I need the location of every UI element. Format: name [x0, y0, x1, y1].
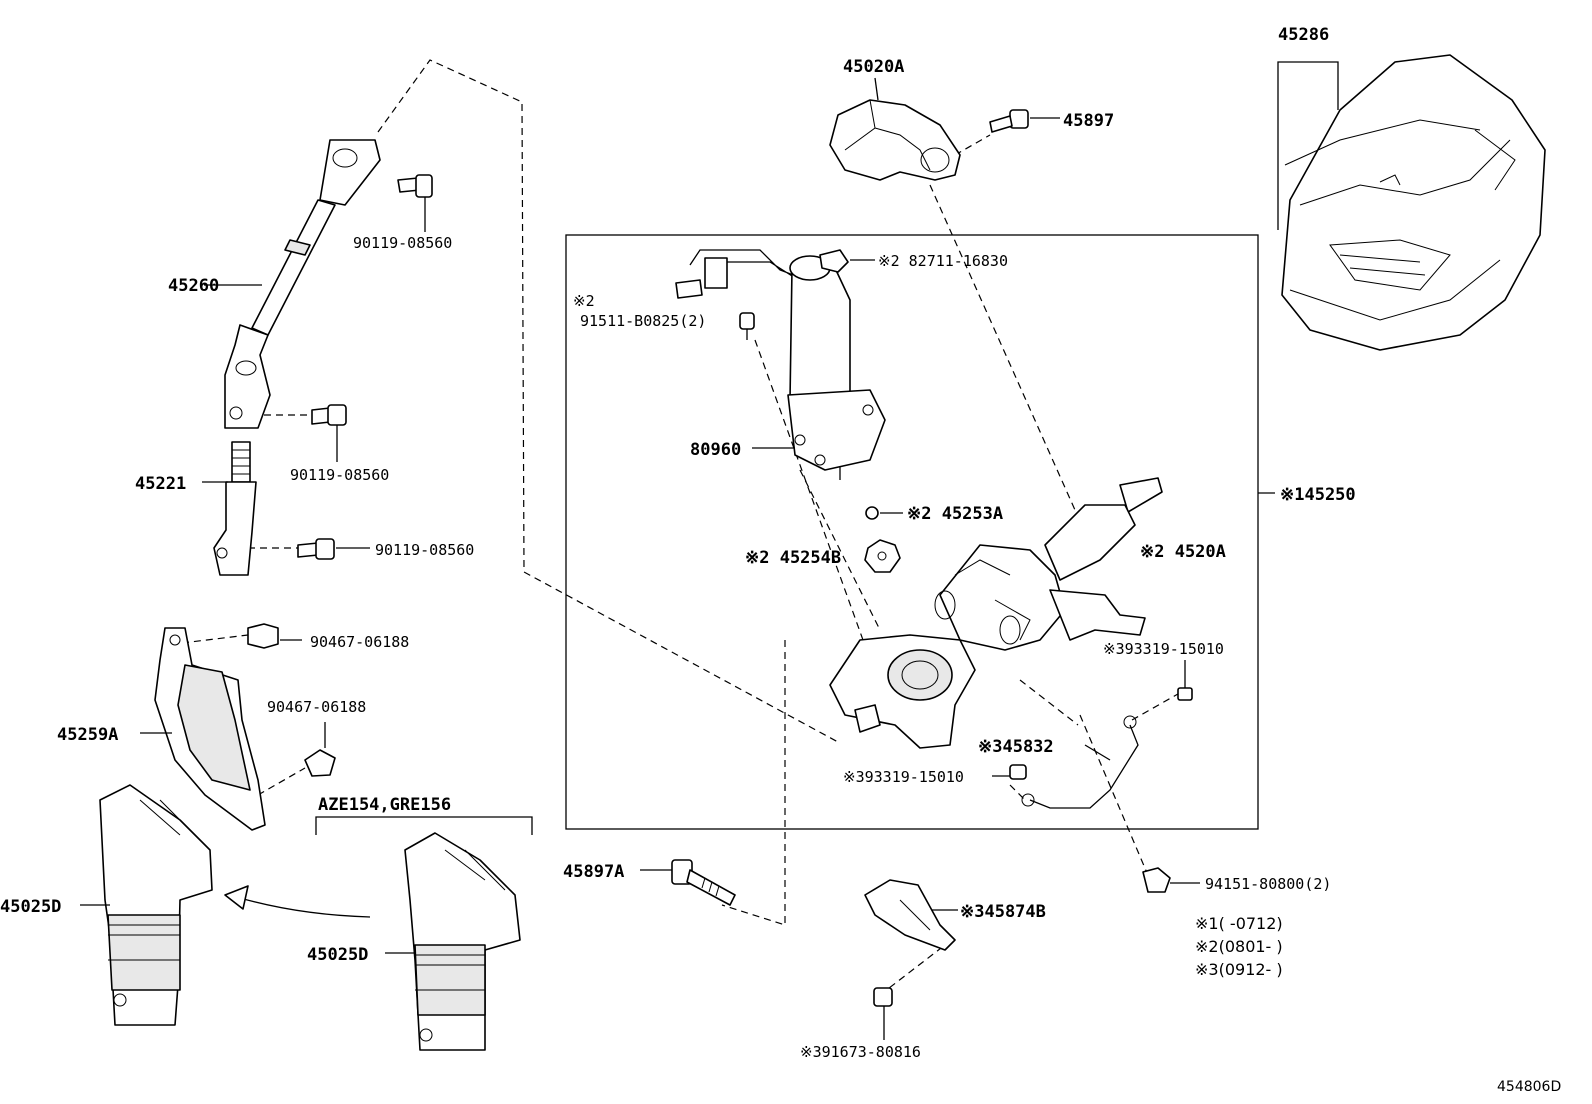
dashed-guides [181, 59, 1186, 996]
label-45897: 45897 [1063, 111, 1114, 131]
label-45025D-right: 45025D [307, 945, 368, 965]
legend-notes: ※1( -0712) ※2(0801- ) ※3(0912- ) [1195, 914, 1283, 979]
shaft-45260 [224, 139, 381, 429]
label-45025D-left: 45025D [0, 897, 61, 917]
bolt-90119-c [297, 538, 335, 560]
label-90119-a: 90119-08560 [353, 234, 452, 252]
switch-45020A [829, 99, 961, 181]
note-3: ※3(0912- ) [1195, 960, 1283, 979]
shaft-45221 [213, 441, 257, 576]
label-45221: 45221 [135, 474, 186, 494]
note-1: ※1( -0712) [1195, 914, 1283, 933]
gear-45254B [864, 539, 901, 573]
boot-45025D-right [404, 832, 521, 1051]
variant-bracket [315, 816, 533, 835]
screw-82711 [819, 249, 849, 273]
nut-94151 [1142, 867, 1171, 893]
wire-45832 [1021, 715, 1139, 809]
label-80960: 80960 [690, 440, 741, 460]
label-45254B: ※2 45254B [745, 548, 841, 568]
clip-90467-b [304, 749, 336, 777]
cover-45259A [154, 627, 266, 831]
label-variant: AZE154,GRE156 [318, 795, 451, 815]
label-93319-b: ※393319-15010 [843, 768, 964, 786]
labels: 45286 45020A 45897 90119-08560 45260 ※2 … [0, 25, 1561, 1095]
label-45897A: 45897A [563, 862, 624, 882]
label-45286: 45286 [1278, 25, 1329, 45]
label-94151: 94151-80800(2) [1205, 875, 1331, 893]
label-4520A: ※2 4520A [1140, 542, 1226, 562]
label-45259A: 45259A [57, 725, 118, 745]
bolt-90119-a [397, 174, 433, 198]
label-90467-b: 90467-06188 [267, 698, 366, 716]
screw-91511 [739, 312, 755, 340]
cover-45874B [864, 879, 956, 951]
bolt-90119-b [311, 404, 347, 426]
label-45020A: 45020A [843, 57, 904, 77]
label-82711: ※2 82711-16830 [878, 252, 1008, 270]
note-2: ※2(0801- ) [1195, 937, 1283, 956]
motor-80960 [675, 249, 886, 480]
label-91511: 91511-B0825(2) [580, 312, 706, 330]
label-91673: ※391673-80816 [800, 1043, 921, 1061]
boot-45025D-left [99, 784, 213, 1026]
label-145250: ※145250 [1280, 485, 1356, 505]
reference-number: 454806D [1497, 1079, 1561, 1095]
column-4520A [829, 477, 1163, 749]
label-45832: ※345832 [978, 737, 1054, 757]
label-93319-a: ※393319-15010 [1103, 640, 1224, 658]
column-cover-45286 [1281, 54, 1546, 351]
label-90119-c: 90119-08560 [375, 541, 474, 559]
bolt-45897 [989, 109, 1029, 133]
label-90467-a: 90467-06188 [310, 633, 409, 651]
bolt-91673 [873, 987, 893, 1007]
assembly-box [565, 234, 1259, 830]
label-90119-b: 90119-08560 [290, 466, 389, 484]
gear-45253A [865, 506, 879, 520]
label-45253A: ※2 45253A [907, 504, 1003, 524]
clip-90467-a [247, 623, 279, 649]
arrow-variant [224, 885, 371, 918]
label-45874B: ※345874B [960, 902, 1046, 922]
bolt-93319-a [1177, 687, 1193, 701]
label-45260: 45260 [168, 276, 219, 296]
label-mark-2: ※2 [573, 292, 595, 310]
bolt-93319-b [1009, 764, 1027, 780]
bolt-45897A [671, 859, 736, 906]
